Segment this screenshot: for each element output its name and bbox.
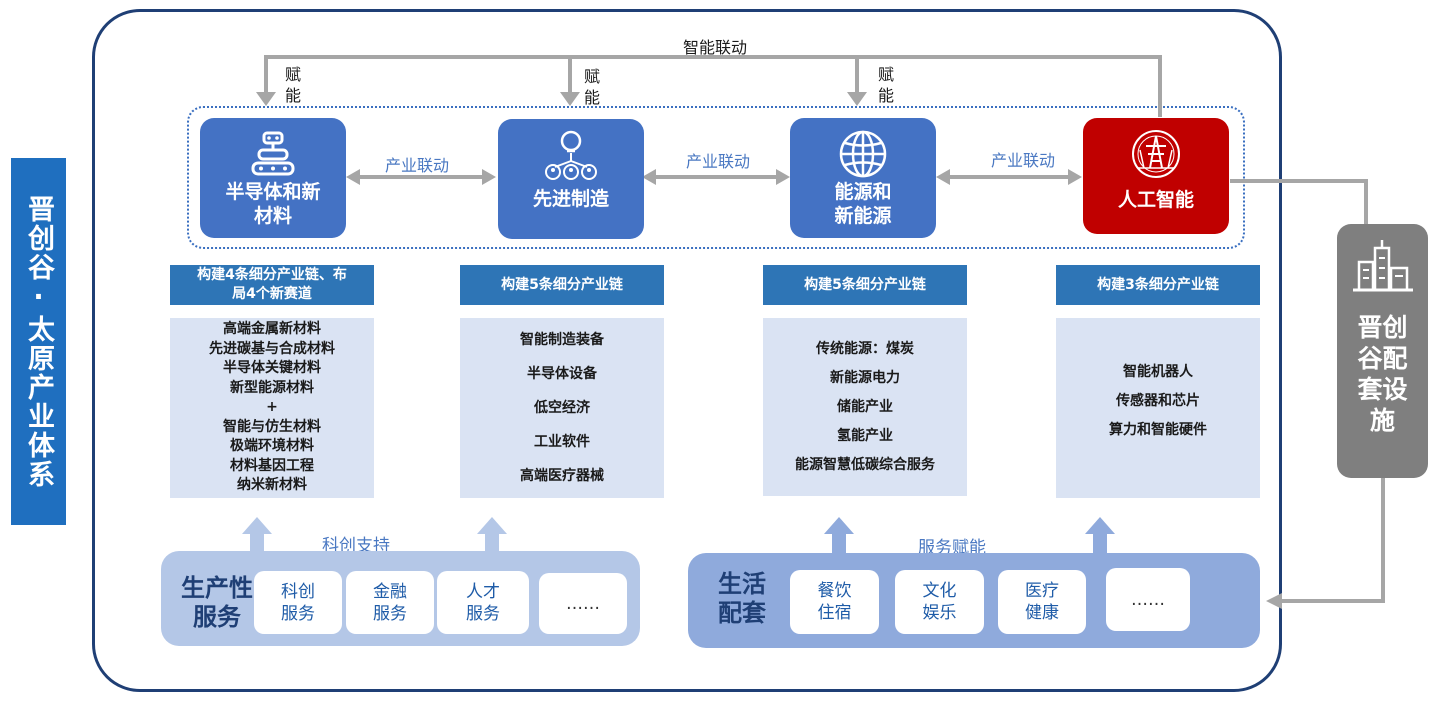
globe-icon	[837, 128, 889, 180]
chain-list-energy: 传统能源：煤炭 新能源电力 储能产业 氢能产业 能源智慧低碳综合服务	[763, 318, 967, 496]
chain-item: 氢能产业	[837, 427, 893, 444]
service-finance: 金融 服务	[346, 571, 434, 634]
chain-item: 高端金属新材料	[223, 321, 321, 338]
empower-label-3: 赋 能	[878, 65, 895, 105]
chain-item: 先进碳基与合成材料	[209, 340, 335, 357]
smart-link-label: 智能联动	[683, 38, 748, 57]
chain-item: 传感器和芯片	[1116, 393, 1200, 409]
chain-header-manufacturing: 构建5条细分产业链	[460, 265, 664, 305]
facility-return-line	[1280, 478, 1385, 603]
industry-link-label-3: 产业联动	[991, 151, 1056, 170]
domain-label: 半导体和新 材料	[225, 181, 321, 227]
chain-header-ai: 构建3条细分产业链	[1056, 265, 1260, 305]
chain-item: 能源智慧低碳综合服务	[795, 456, 935, 473]
domain-card-energy: 能源和 新能源	[790, 118, 936, 238]
facility-label: 晋创 谷配 套设 施	[1357, 313, 1408, 435]
service-dining-lodging: 餐饮 住宿	[790, 570, 879, 634]
domain-label: 人工智能	[1117, 189, 1194, 211]
service-more: ……	[539, 573, 627, 634]
system-title: 晋创谷·太原产业体系	[11, 158, 66, 525]
service-more: ……	[1106, 568, 1190, 631]
facility-card: 晋创 谷配 套设 施	[1337, 224, 1428, 478]
industry-link-label-1: 产业联动	[385, 156, 450, 175]
domain-label: 能源和 新能源	[834, 181, 892, 227]
chain-item: 极端环境材料	[230, 438, 314, 455]
service-medical-health: 医疗 健康	[998, 570, 1086, 634]
power-tower-emblem-icon	[1128, 128, 1184, 180]
domain-label: 先进制造	[532, 188, 609, 210]
empower-label-1: 赋 能	[285, 65, 302, 105]
chain-item: 半导体关键材料	[223, 360, 321, 377]
conveyor-robot-icon	[249, 128, 297, 180]
chain-item: 材料基因工程	[230, 457, 314, 474]
chain-item: 高端医疗器械	[520, 468, 604, 484]
service-tech-innovation: 科创 服务	[254, 571, 342, 634]
production-services-title: 生产性 服务	[181, 574, 253, 631]
chain-item: 智能制造装备	[520, 332, 604, 348]
chain-list-manufacturing: 智能制造装备 半导体设备 低空经济 工业软件 高端医疗器械	[460, 318, 664, 498]
industry-link-label-2: 产业联动	[686, 152, 751, 171]
domain-card-ai: 人工智能	[1083, 118, 1229, 234]
chain-list-semiconductor: 高端金属新材料 先进碳基与合成材料 半导体关键材料 新型能源材料 + 智能与仿生…	[170, 318, 374, 498]
chain-item: 传统能源：煤炭	[816, 340, 914, 357]
domain-card-manufacturing: 先进制造	[498, 119, 644, 239]
service-culture-entertainment: 文化 娱乐	[895, 570, 984, 634]
chain-header-semiconductor: 构建4条细分产业链、布 局4个新赛道	[170, 265, 374, 305]
chain-item: 工业软件	[534, 434, 590, 450]
domain-card-semiconductor: 半导体和新 材料	[200, 118, 346, 238]
city-buildings-icon	[1351, 238, 1415, 298]
empower-label-2: 赋 能	[584, 67, 601, 107]
chain-item: 智能与仿生材料	[223, 418, 321, 435]
chain-item: 新能源电力	[830, 369, 900, 386]
chain-header-energy: 构建5条细分产业链	[763, 265, 967, 305]
life-services-title: 生活 配套	[718, 570, 766, 627]
chain-item: 算力和智能硬件	[1109, 422, 1207, 438]
chain-item: 半导体设备	[527, 366, 597, 382]
chain-item: 新型能源材料	[230, 379, 314, 396]
chain-item: 纳米新材料	[237, 477, 307, 494]
chain-item: +	[266, 399, 278, 416]
lightbulb-network-icon	[543, 129, 599, 181]
chain-item: 智能机器人	[1123, 364, 1193, 380]
service-talent: 人才 服务	[437, 571, 529, 634]
chain-item: 低空经济	[534, 400, 590, 416]
chain-item: 储能产业	[837, 398, 893, 415]
chain-list-ai: 智能机器人 传感器和芯片 算力和智能硬件	[1056, 318, 1260, 498]
